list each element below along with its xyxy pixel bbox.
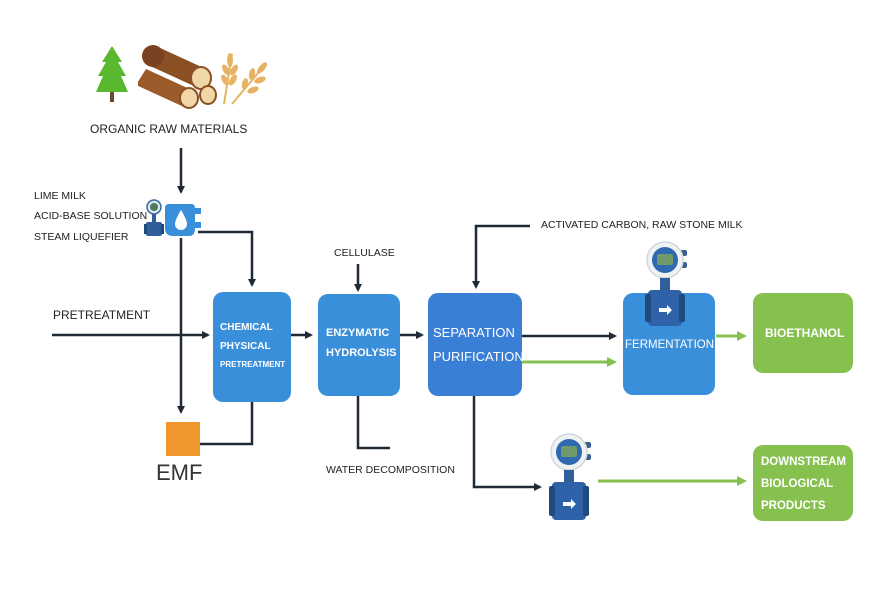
dosing-meter-icon [144, 199, 201, 236]
fermentation-label: FERMENTATION [625, 339, 715, 351]
chemical-line-1: CHEMICAL [220, 322, 273, 333]
additive-acid-base-solution: ACID-BASE SOLUTION [34, 210, 148, 222]
product-box-bioethanol: BIOETHANOL [753, 293, 853, 373]
enzymatic-line-2: HYDROLYSIS [326, 347, 397, 359]
line-emf-to-chemical [200, 402, 254, 446]
process-box-enzymatic-hydrolysis: ENZYMATIC HYDROLYSIS [318, 294, 400, 396]
activated-carbon-label: ACTIVATED CARBON, RAW STONE MILK [541, 219, 743, 231]
chemical-line-2: PHYSICAL [220, 341, 271, 352]
downstream-line-3: PRODUCTS [761, 500, 826, 512]
process-box-chemical-physical-pretreatment: CHEMICAL PHYSICAL PRETREATMENT [213, 292, 291, 402]
product-box-downstream-biological-products: DOWNSTREAM BIOLOGICAL PRODUCTS [753, 445, 853, 521]
separation-line-1: SEPARATION [433, 325, 515, 340]
enzymatic-line-1: ENZYMATIC [326, 327, 390, 339]
arrow-activated-carbon [472, 224, 530, 289]
bioethanol-label: BIOETHANOL [765, 326, 845, 340]
emf-block [166, 422, 200, 456]
arrow-separation-to-downstream-meter [472, 396, 542, 491]
wood-logs-icon [138, 45, 217, 109]
wheat-icon [221, 53, 268, 105]
tree-icon [96, 46, 128, 102]
arrow-meter-to-chemical [198, 230, 256, 287]
raw-materials-label: ORGANIC RAW MATERIALS [90, 122, 248, 136]
process-box-separation-purification: SEPARATION PURIFICATION [428, 293, 524, 396]
cellulase-label: CELLULASE [334, 247, 395, 259]
separation-line-2: PURIFICATION [433, 349, 524, 364]
flowmeter-icon [645, 241, 687, 326]
chemical-line-3: PRETREATMENT [220, 360, 286, 369]
additive-steam-liquefier: STEAM LIQUEFIER [34, 231, 129, 243]
downstream-line-1: DOWNSTREAM [761, 456, 846, 468]
flowmeter-icon [549, 433, 591, 520]
emf-label: EMF [156, 460, 203, 485]
pretreatment-label: PRETREATMENT [53, 308, 151, 322]
downstream-line-2: BIOLOGICAL [761, 478, 834, 490]
water-decomposition-label: WATER DECOMPOSITION [326, 464, 455, 476]
line-water-decomposition [356, 396, 390, 450]
additive-lime-milk: LIME MILK [34, 190, 86, 202]
